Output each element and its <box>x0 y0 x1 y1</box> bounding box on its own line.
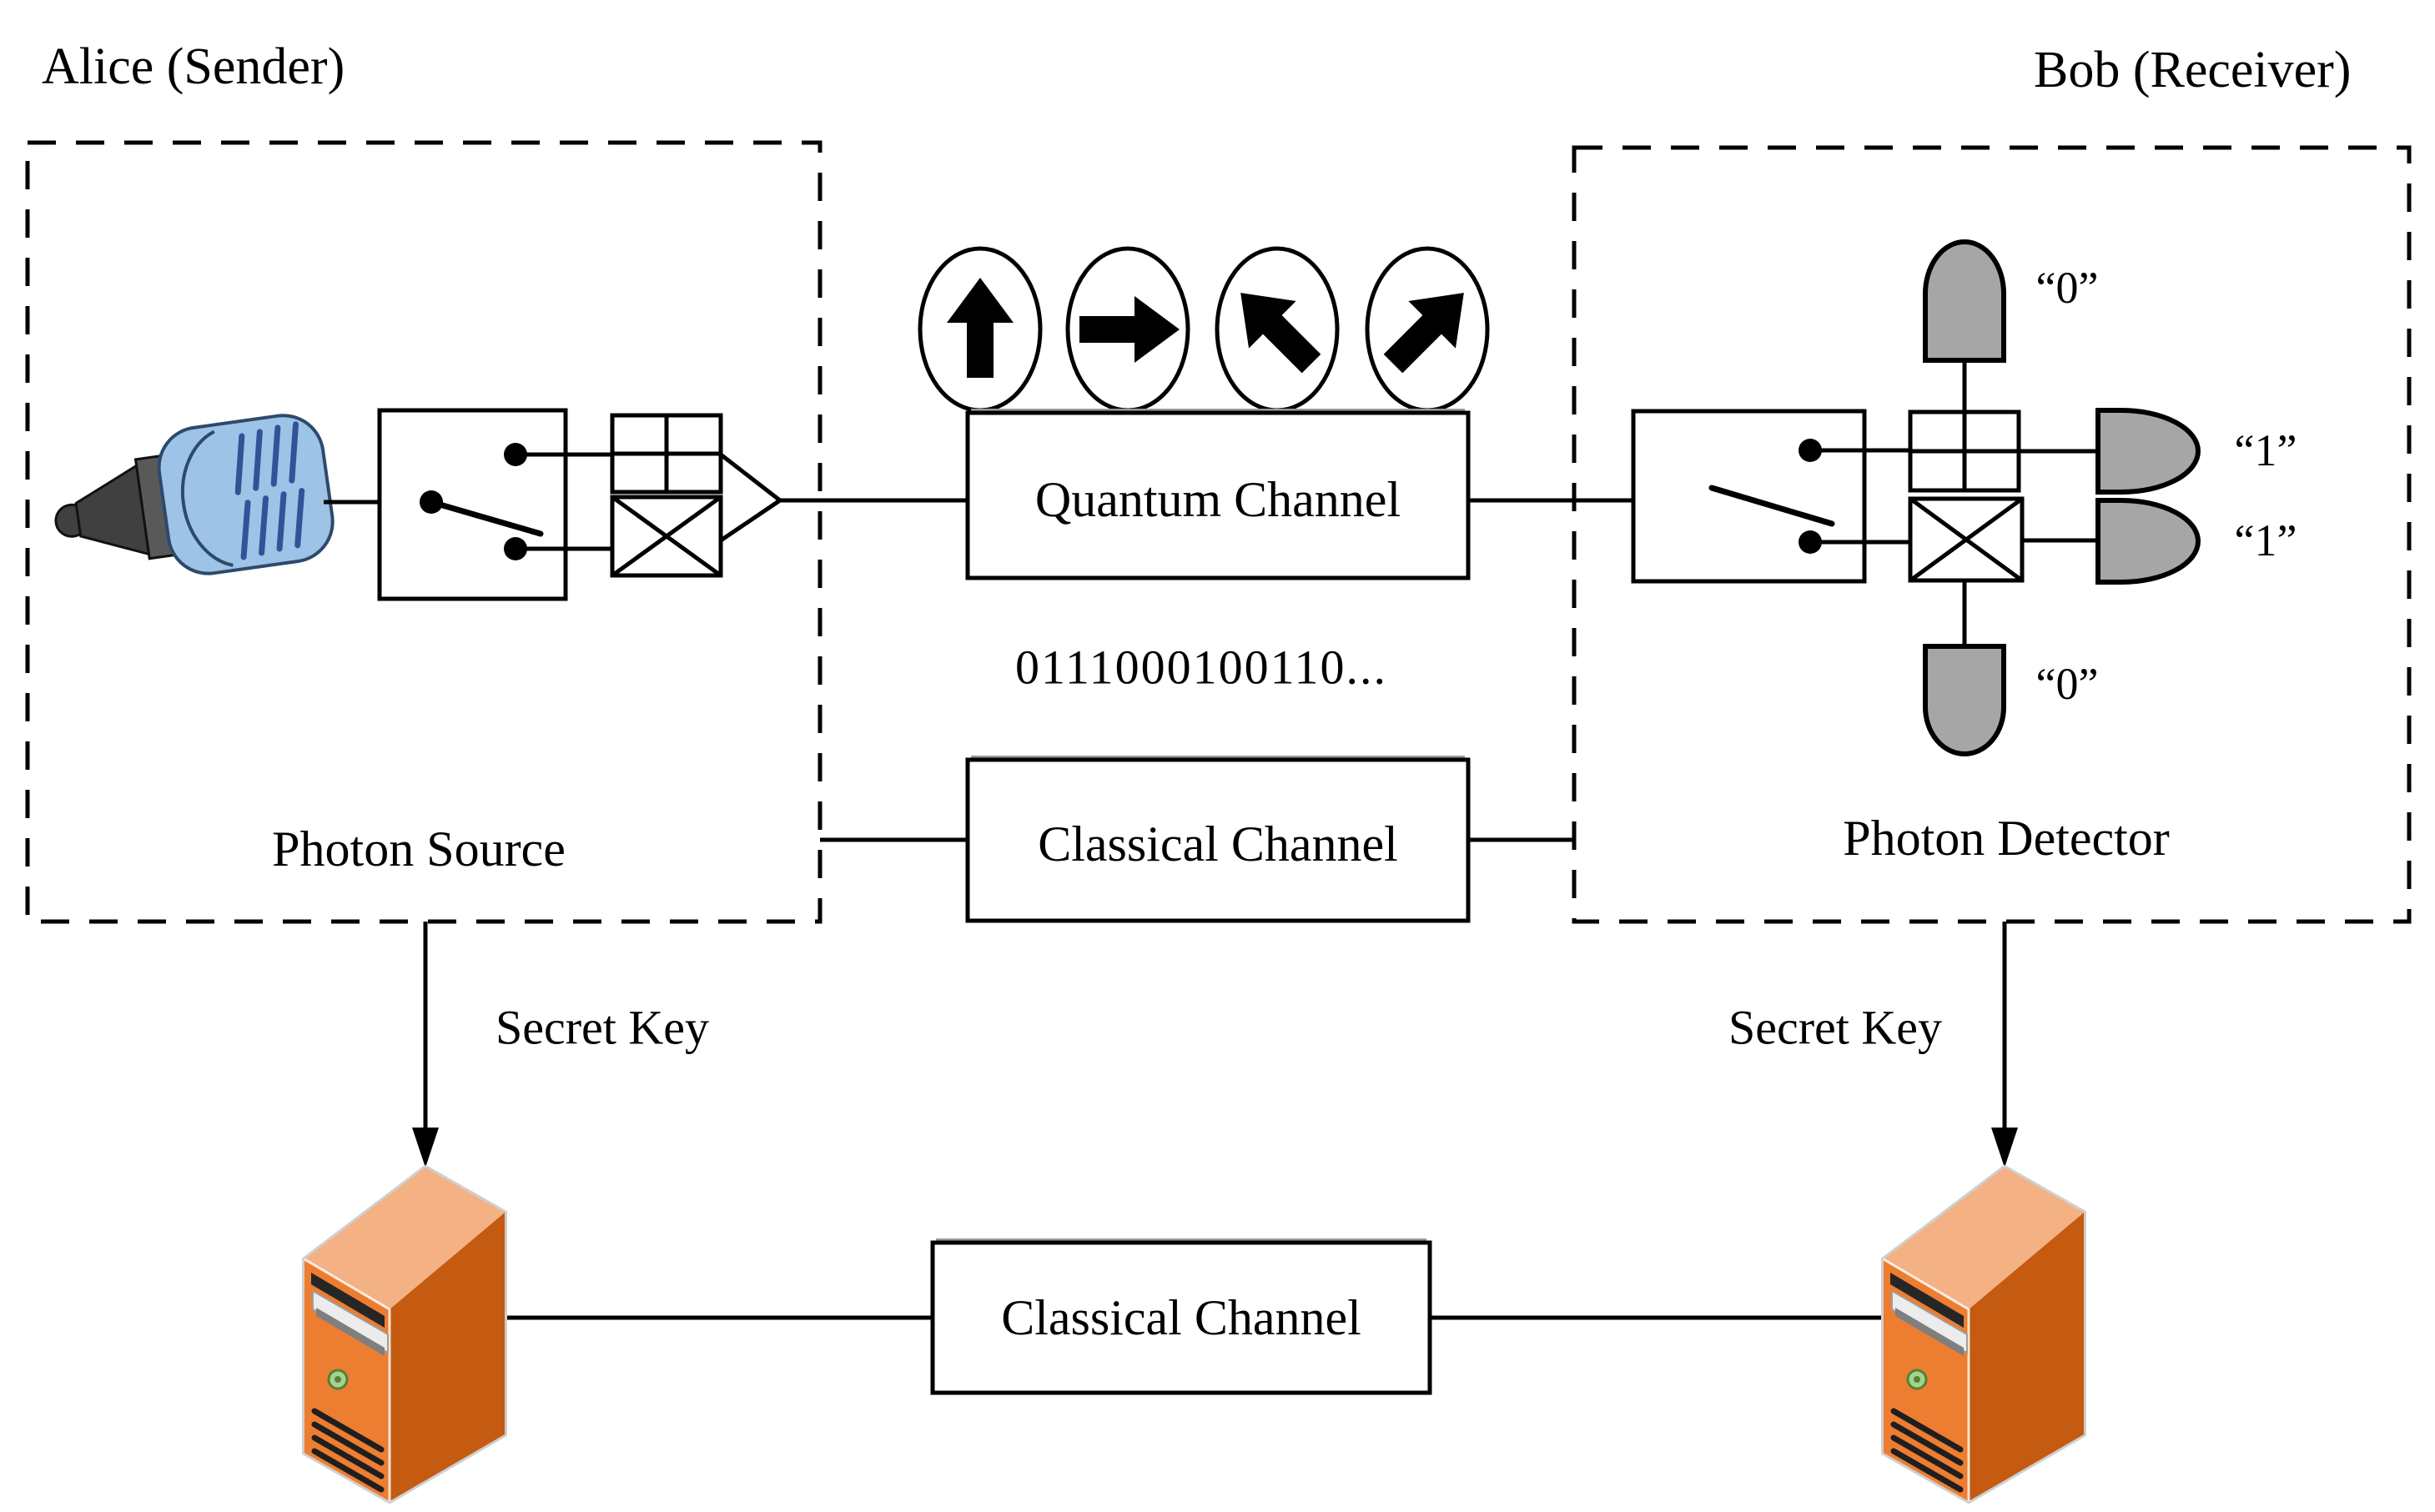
bob-boundary-box <box>1572 145 2412 924</box>
bob-switch-lever <box>1708 485 1835 527</box>
diagonal-basis-icon <box>610 495 723 578</box>
bit-string: 0111000100110... <box>1015 640 1387 695</box>
readout-right-upper: “1” <box>2235 425 2297 475</box>
readout-right-lower: “1” <box>2235 515 2297 565</box>
alice-server-icon <box>304 1168 505 1501</box>
alice-boundary-box <box>25 140 823 924</box>
secret-key-arrow-bob <box>1991 922 2018 1168</box>
rectilinear-basis-icon <box>610 413 723 495</box>
classical-channel-upper-label: Classical Channel <box>1038 816 1398 872</box>
secret-key-label-bob: Secret Key <box>1728 1001 1942 1055</box>
photon-detector-label: Photon Detector <box>1843 811 2170 866</box>
bob-diagonal-basis-icon <box>1908 496 2025 583</box>
classical-channel-lower-box: Classical Channel <box>930 1238 1432 1395</box>
polarization-up-right-icon <box>1365 246 1490 413</box>
classical-channel-lower-label: Classical Channel <box>1001 1290 1361 1345</box>
bob-switch-box <box>1631 409 1867 584</box>
photon-source-label: Photon Source <box>272 821 566 877</box>
alice-switch-box <box>377 408 568 601</box>
quantum-channel-box: Quantum Channel <box>965 409 1471 580</box>
alice-region: Photon Source <box>25 140 823 924</box>
combiner-upper-line <box>719 453 782 502</box>
polarization-up-left-icon <box>1215 246 1340 413</box>
quantum-channel-label: Quantum Channel <box>1035 472 1401 527</box>
detector-bottom-icon <box>1923 644 2006 756</box>
alice-title: Alice (Sender) <box>42 38 345 95</box>
detector-right-lower-icon <box>2095 498 2201 585</box>
bob-rectilinear-basis-icon <box>1908 409 2021 493</box>
laser-icon <box>54 414 335 575</box>
detector-top-icon <box>1923 239 2006 363</box>
secret-key-label-alice: Secret Key <box>496 1001 709 1055</box>
polarization-right-icon <box>1065 246 1190 413</box>
polarization-states-row <box>918 246 1490 413</box>
readout-top: “0” <box>2036 263 2099 313</box>
classical-channel-upper-box: Classical Channel <box>965 756 1471 923</box>
combiner-lower-line <box>719 498 782 543</box>
readout-bottom: “0” <box>2036 659 2099 709</box>
secret-key-arrow-alice <box>412 922 439 1168</box>
polarization-up-icon <box>918 246 1043 413</box>
detector-right-upper-icon <box>2095 408 2201 495</box>
switch-lever <box>428 499 544 537</box>
bob-title: Bob (Receiver) <box>2034 42 2351 98</box>
bob-server-icon <box>1884 1168 2084 1501</box>
bob-region: “0” “1” “1” “0” Photon Detector <box>1572 145 2412 924</box>
